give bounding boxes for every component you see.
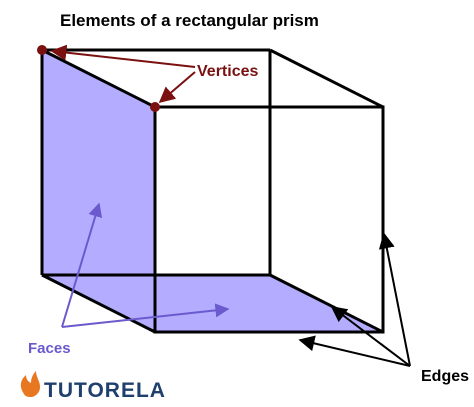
brand-name: TUTORELA (44, 379, 166, 402)
edges-label: Edges (421, 368, 469, 385)
edge-bottom-right-depth (269, 273, 384, 334)
faces-arrow-left (61, 202, 103, 328)
prism-edges (40, 48, 385, 334)
flame-icon (20, 371, 40, 397)
faces-label: Faces (28, 340, 71, 357)
vertex-dot-front-top-left (150, 102, 160, 112)
left-face (42, 50, 155, 332)
diagram-title: Elements of a rectangular prism (60, 11, 319, 30)
front-face-outline (153, 105, 385, 334)
edges-arrow-bottom (298, 335, 411, 367)
edge-bottom-left-depth (41, 273, 156, 334)
vertex-dot-back-top-left (37, 45, 47, 55)
vertices-arrow-2 (158, 71, 196, 104)
vertices-arrow-1 (50, 44, 196, 68)
edges-arrow-right (378, 232, 411, 367)
faces-arrow-bottom (61, 303, 230, 328)
tutorela-logo: TUTORELA (20, 371, 166, 402)
vertices-label: Vertices (197, 63, 258, 80)
edge-top-right-depth (269, 48, 384, 109)
edges-arrow-bottom-depth (330, 306, 411, 367)
